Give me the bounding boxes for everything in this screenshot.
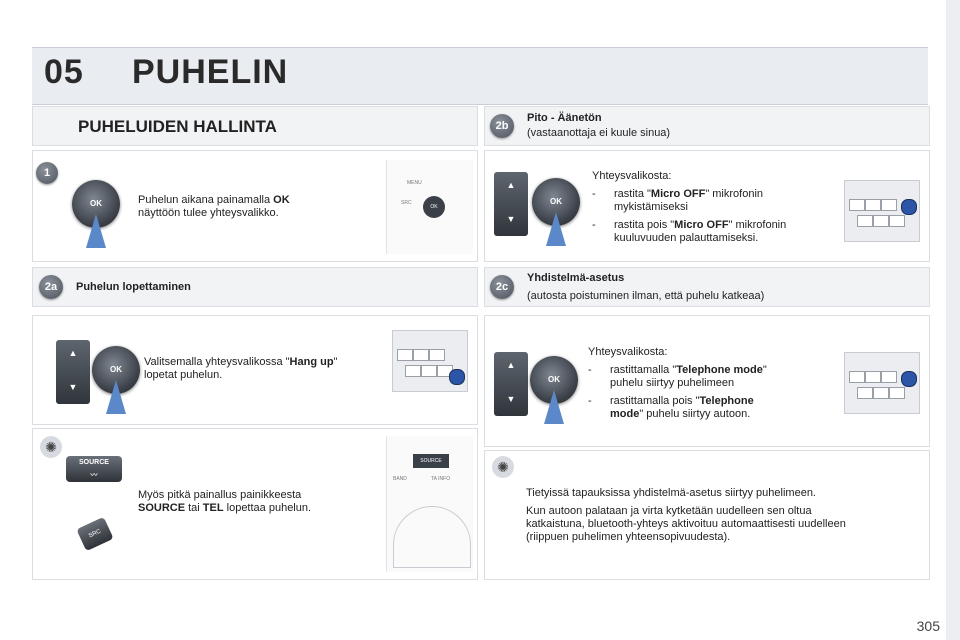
ok-knob-icon: OK (72, 180, 120, 228)
section-title: PUHELUIDEN HALLINTA (78, 117, 277, 136)
source-button-icon: SOURCE〰 (66, 456, 122, 482)
press-arrow-icon (86, 214, 106, 248)
page-number: 305 (916, 618, 940, 634)
press-arrow-icon (544, 390, 564, 424)
step-badge-2b: 2b (490, 114, 514, 138)
step2c-title: Yhdistelmä-asetus (527, 272, 625, 284)
figure-ok-knob-icon: OK (423, 196, 445, 218)
step-badge-1: 1 (36, 162, 58, 184)
step2a-text: Valitsemalla yhteysvalikossa "Hang up"lo… (144, 356, 338, 381)
step2c-subtitle: (autosta poistuminen ilman, että puhelu … (527, 290, 765, 302)
lamp-tip-icon: ✺ (40, 436, 62, 458)
lamp-tip-icon: ✺ (492, 456, 514, 478)
chapter-title: PUHELIN (132, 53, 289, 91)
control-panel-figure (844, 352, 920, 414)
step2c-title-panel (484, 267, 930, 307)
press-arrow-icon (106, 380, 126, 414)
rocker-switch-icon: ▲▼ (494, 352, 528, 416)
tip-right-text: Tietyissä tapauksissa yhdistelmä-asetus … (526, 487, 846, 543)
step2b-list: Yhteysvalikosta: -rastita "Micro OFF" mi… (592, 170, 787, 244)
control-panel-figure (844, 180, 920, 242)
step2a-title: Puhelun lopettaminen (76, 281, 191, 293)
step-badge-2a: 2a (39, 275, 63, 299)
step-badge-2c: 2c (490, 275, 514, 299)
radio-panel-figure: MENU SRC OK (386, 160, 473, 254)
tip-panel-right (484, 450, 930, 580)
step2b-title: Pito - Äänetön (527, 112, 602, 124)
page-edge-band (946, 0, 960, 640)
press-arrow-icon (546, 212, 566, 246)
rocker-switch-icon: ▲▼ (494, 172, 528, 236)
section-title-panel (32, 106, 478, 146)
step2a-title-panel (32, 267, 478, 307)
step2b-subtitle: (vastaanottaja ei kuule sinua) (527, 127, 671, 139)
steering-wheel-figure: SOURCE BAND TA INFO (386, 436, 473, 572)
rocker-switch-icon: ▲▼ (56, 340, 90, 404)
control-panel-figure (392, 330, 468, 392)
step2b-title-panel (484, 106, 930, 146)
chapter-number: 05 (44, 53, 84, 91)
step2c-list: Yhteysvalikosta: -rastittamalla "Telepho… (588, 346, 767, 420)
chapter-header-bar (32, 47, 928, 105)
